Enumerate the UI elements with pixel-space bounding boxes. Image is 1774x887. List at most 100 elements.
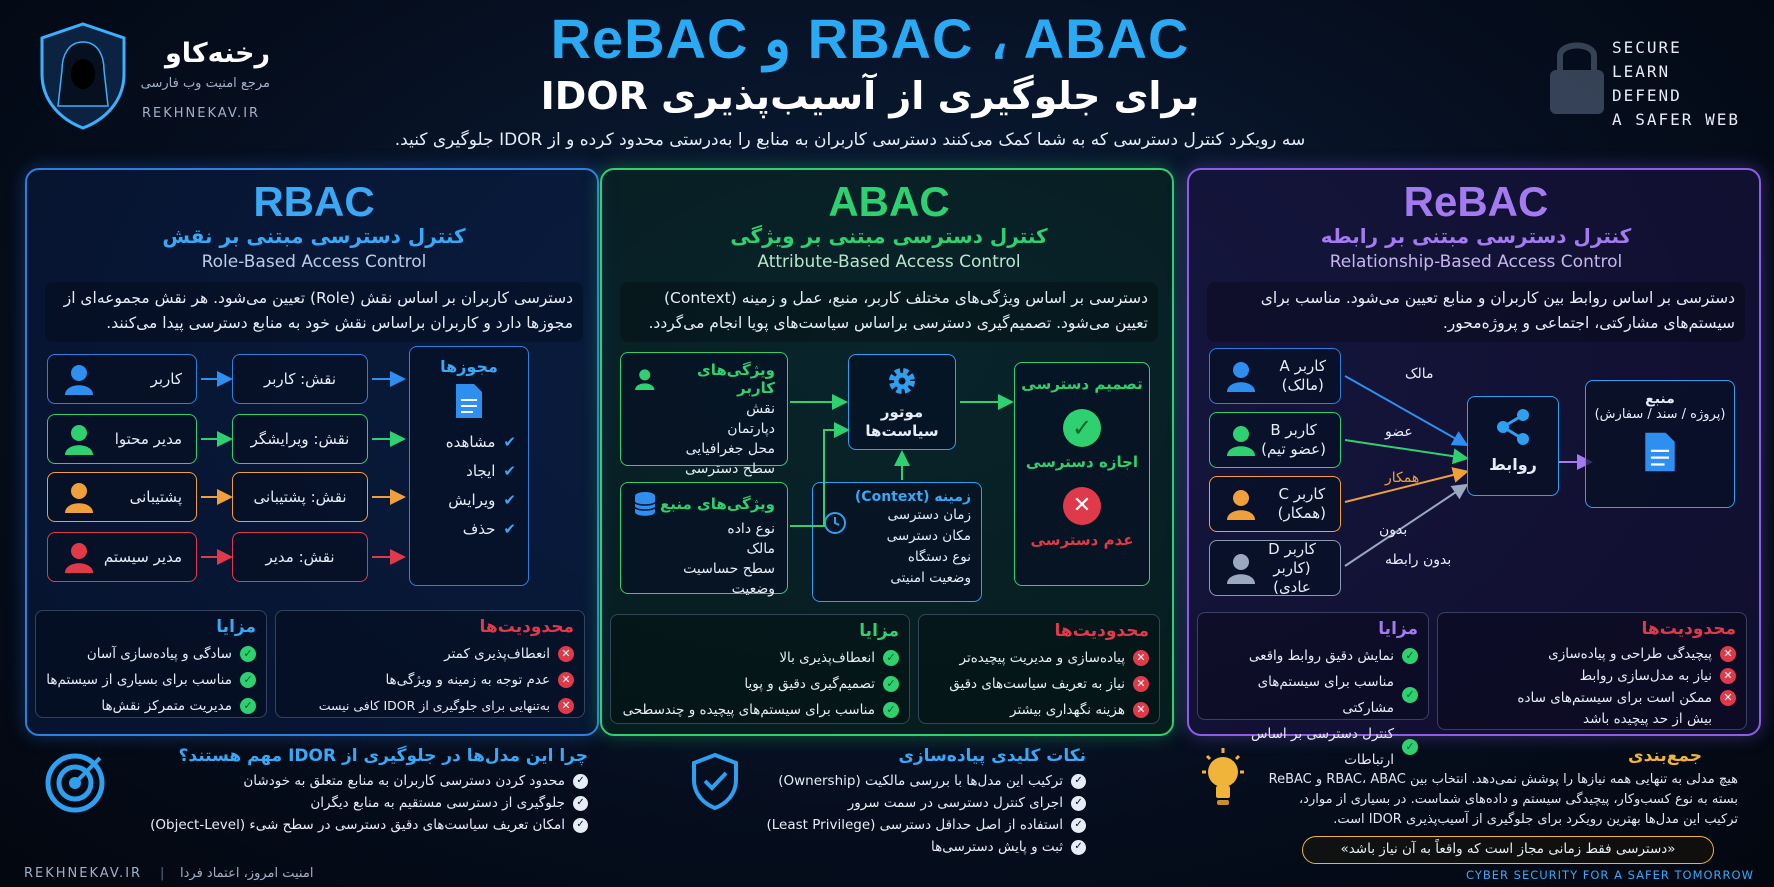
con-item: ✕عدم توجه به زمینه و ویژگی‌ها <box>286 667 574 693</box>
con-item: ✕نیاز به تعریف سیاست‌های دقیق <box>929 671 1149 697</box>
abac-context-header: زمینه (Context) <box>823 489 971 505</box>
check-icon: ✓ <box>883 676 899 692</box>
abac-user-attrs-list: نقش دپارتمان محل جغرافیایی سطح دسترسی <box>633 399 775 479</box>
con-item: ✕نیاز به مدل‌سازی روابط <box>1448 665 1736 687</box>
check-icon: ✓ <box>883 702 899 718</box>
pro-item: ✓انعطاف‌پذیری بالا <box>621 645 899 671</box>
abac-user-attrs-box: ویژگی‌های کاربر نقش دپارتمان محل جغرافیا… <box>620 352 788 477</box>
attr-item: وضعیت <box>731 581 775 597</box>
main-title: RBAC ، ABAC و ReBAC <box>550 7 1190 70</box>
x-icon: ✕ <box>1133 702 1149 718</box>
check-icon: ✓ <box>1402 687 1418 703</box>
gear-icon <box>889 368 915 394</box>
brand-name: رخنه‌کاو <box>164 38 270 69</box>
rbac-user-label: مدیر محتوا <box>114 430 182 448</box>
check-icon: ✓ <box>573 795 588 811</box>
rbac-pros-title: مزایا <box>216 617 256 637</box>
rbac-role-label: نقش: مدیر <box>265 548 335 566</box>
summary-text: هیچ مدلی به تنهایی همه نیازها را پوشش نم… <box>1258 770 1738 830</box>
rbac-perm-label: مشاهده <box>445 433 496 451</box>
slogan-line: A SAFER WEB <box>1612 110 1740 129</box>
user-avatar-icon <box>65 543 93 573</box>
check-icon: ✓ <box>1402 648 1418 664</box>
abac-subtitle-en: Attribute-Based Access Control <box>757 252 1021 272</box>
rbac-subtitle-fa: کنترل دسترسی مبتنی بر نقش <box>162 224 466 248</box>
rbac-role-box: نقش: ویرایشگر <box>232 414 368 464</box>
allow-check-icon: ✓ <box>1063 409 1101 447</box>
pro-item: ✓ مناسب برای سیستم‌های پیچیده و چندسطحی <box>621 697 899 723</box>
user-avatar-icon <box>65 365 93 395</box>
rebac-user-role: (عضو تیم) <box>1261 440 1326 458</box>
lightbulb-icon <box>1202 748 1244 805</box>
footer-divider: | <box>160 866 165 881</box>
rebac-title: ReBAC <box>1403 178 1549 225</box>
rbac-user-label: پشتیبانی <box>129 488 182 506</box>
pro-text: نمایش دقیق روابط واقعی <box>1248 648 1394 664</box>
document-icon <box>456 384 482 418</box>
rbac-perm-label: ایجاد <box>466 462 496 480</box>
check-icon: ✓ <box>1071 839 1086 855</box>
rebac-cons: محدودیت‌ها ✕پیچیدگی طراحی و پیاده‌سازی ✕… <box>1437 612 1747 730</box>
policy-engine-label: موتور سیاست‌ها <box>865 403 939 440</box>
rebac-user-role: (مالک) <box>1281 376 1324 394</box>
rbac-user-role-arrows <box>201 371 233 565</box>
database-icon <box>634 492 656 516</box>
rbac-perm-item: ✔ویرایش <box>422 486 516 515</box>
abac-description: دسترسی بر اساس ویژگی‌های مختلف کاربر، من… <box>620 282 1158 342</box>
why-item: ✓جلوگیری از دسترسی مستقیم به منابع دیگرا… <box>118 792 588 814</box>
rbac-perm-item: ✔حذف <box>422 515 516 544</box>
con-text: بیش از حد پیچیده باشد <box>1583 711 1712 727</box>
attr-item: سطح دسترسی <box>684 461 775 477</box>
con-text: پیاده‌سازی و مدیریت پیچیده‌تر <box>959 650 1125 666</box>
check-icon: ✓ <box>573 817 588 833</box>
summary-line: هیچ مدلی به تنهایی همه نیازها را پوشش نم… <box>1268 772 1738 787</box>
abac-panel: ABAC کنترل دسترسی مبتنی بر ویژگی Attribu… <box>600 168 1174 736</box>
resource-subtitle: (پروژه / سند / سفارش) <box>1594 407 1726 422</box>
summary-block: جمع‌بندی هیچ مدلی به تنهایی همه نیازها ر… <box>1258 746 1738 830</box>
abac-res-attrs-list: نوع داده مالک سطح حساسیت وضعیت <box>633 519 775 599</box>
user-avatar-icon <box>65 483 93 513</box>
check-icon: ✓ <box>240 672 256 688</box>
share-network-icon <box>1497 409 1529 445</box>
pro-text: سادگی و پیاده‌سازی آسان <box>86 646 232 662</box>
rebac-user-name: کاربر C <box>1278 485 1326 503</box>
con-text: نیاز به مدل‌سازی روابط <box>1579 668 1712 684</box>
slogan: SECURE LEARN DEFEND A SAFER WEB <box>1612 36 1740 132</box>
rbac-user-box: کاربر <box>47 354 197 404</box>
check-icon: ✔ <box>503 520 516 538</box>
abac-res-attrs-header: ویژگی‌های منبع <box>633 491 775 517</box>
rbac-cons: محدودیت‌ها ✕انعطاف‌پذیری کمتر ✕عدم توجه … <box>275 610 585 718</box>
why-item: ✓محدود کردن دسترسی کاربران به منابع متعل… <box>118 770 588 792</box>
abac-context-title: زمینه (Context) <box>854 489 971 505</box>
rbac-role-box: نقش: مدیر <box>232 532 368 582</box>
relations-hub-label: روابط <box>1489 455 1537 474</box>
pro-text: تصمیم‌گیری دقیق و پویا <box>744 676 875 692</box>
tip-item: ✓ترکیب این مدل‌ها با بررسی مالکیت (Owner… <box>756 770 1086 792</box>
check-icon: ✓ <box>240 646 256 662</box>
edge-label-member: عضو <box>1385 424 1413 440</box>
slogan-line: DEFEND <box>1612 86 1682 105</box>
why-title: چرا این مدل‌ها در جلوگیری از IDOR مهم هس… <box>178 746 588 766</box>
pro-text: مناسب برای سیستم‌های پیچیده و چندسطحی <box>622 702 875 718</box>
check-icon: ✔ <box>503 491 516 509</box>
context-item: وضعیت امنیتی <box>890 570 971 586</box>
rbac-user-box: پشتیبانی <box>47 472 197 522</box>
rebac-relation-arrows <box>1344 375 1593 567</box>
edge-label-owner: مالک <box>1405 366 1434 382</box>
rebac-resource-box: منبع (پروژه / سند / سفارش) <box>1585 380 1735 508</box>
rbac-perm-title: مجوزها <box>440 357 498 376</box>
attr-item: نقش <box>746 401 775 417</box>
pro-item: ✓مناسب برای بسیاری از سیستم‌ها <box>46 667 256 693</box>
abac-cons: محدودیت‌ها ✕پیاده‌سازی و مدیریت پیچیده‌ت… <box>918 614 1160 724</box>
pro-text: انعطاف‌پذیری بالا <box>779 650 875 666</box>
con-text: انعطاف‌پذیری کمتر <box>444 646 550 662</box>
summary-line: ترکیب این مدل‌ها بهترین رویکرد برای جلوگ… <box>1333 812 1738 827</box>
check-icon: ✓ <box>1071 773 1086 789</box>
rbac-cons-title: محدودیت‌ها <box>479 617 574 637</box>
rbac-role-box: نقش: پشتیبانی <box>232 472 368 522</box>
policy-engine-box: موتور سیاست‌ها <box>848 354 956 450</box>
user-avatar-icon <box>1227 490 1255 520</box>
rebac-user-role: (کاربر عادی) <box>1273 558 1311 596</box>
rbac-user-box: مدیر محتوا <box>47 414 197 464</box>
rbac-role-box: نقش: کاربر <box>232 354 368 404</box>
